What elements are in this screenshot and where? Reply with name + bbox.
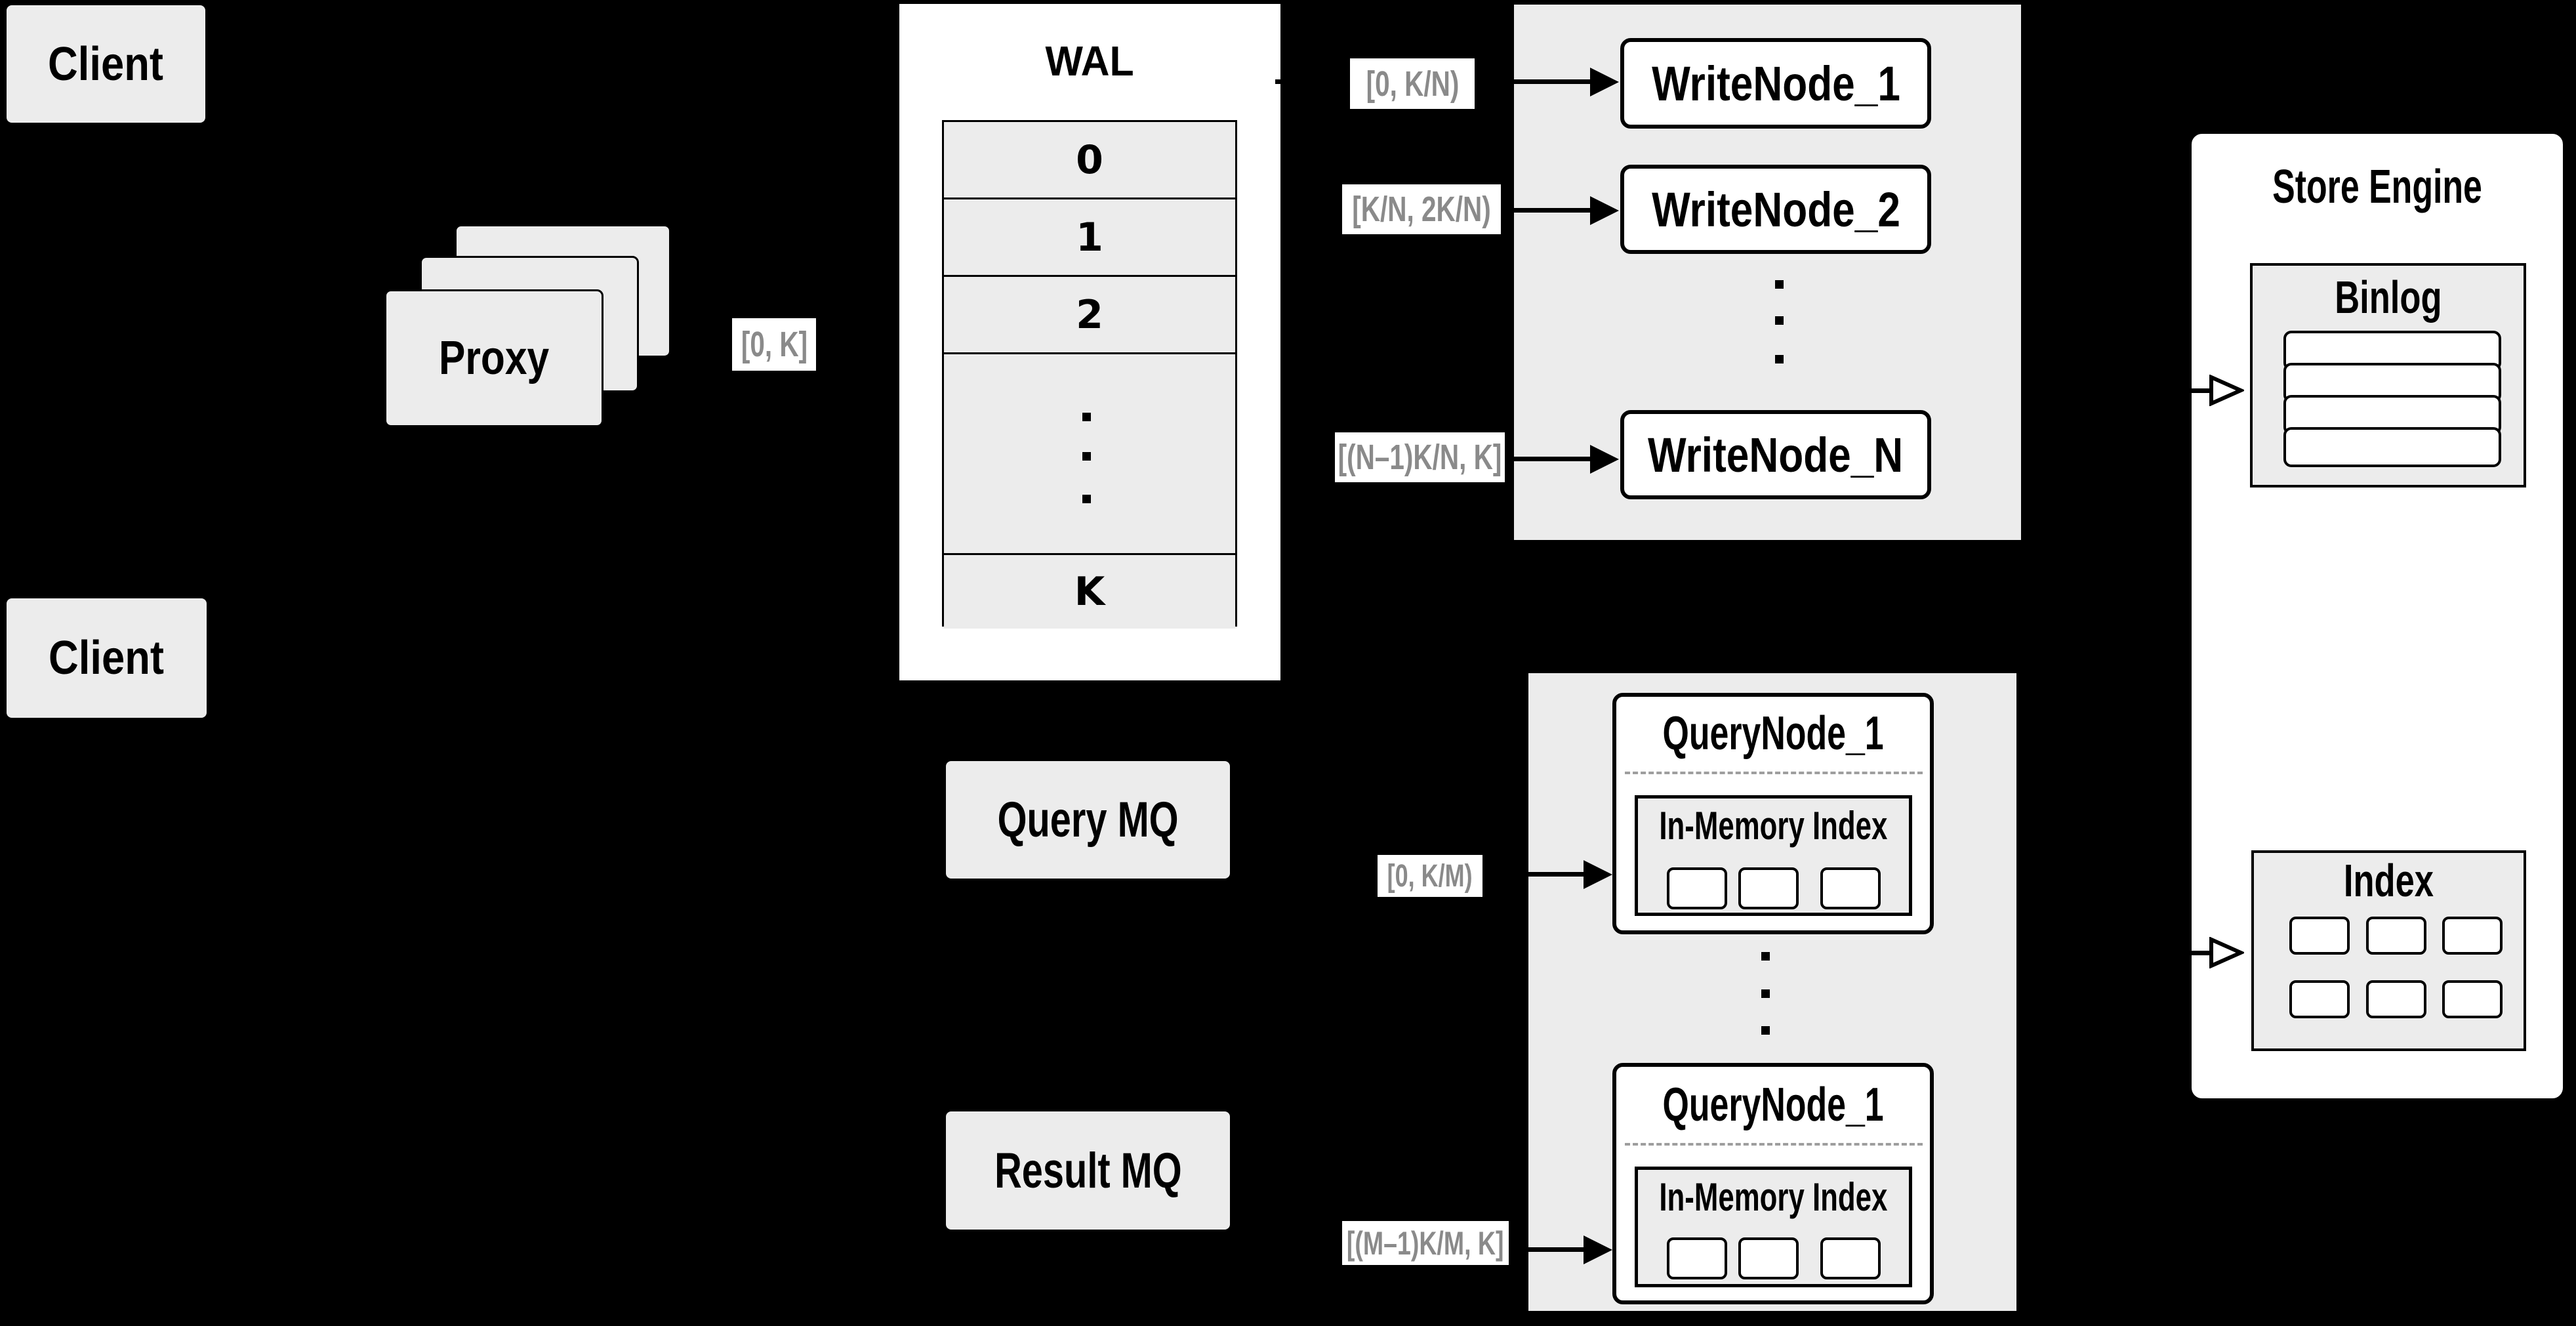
write-range-label-1: [0, K/N) xyxy=(1350,58,1475,109)
write-node-2-box: WriteNode_2 xyxy=(1620,165,1931,254)
index-segment-cell xyxy=(2442,980,2503,1018)
index-segment-cell xyxy=(2366,980,2426,1018)
wal-segment-0: 0 xyxy=(944,122,1235,197)
memory-segment-cell xyxy=(1738,1237,1799,1279)
query-node-m-title: QueryNode_1 xyxy=(1662,1079,1884,1131)
client-top-box: Client xyxy=(7,5,205,123)
arrow-to-querynode-1 xyxy=(1410,872,1585,877)
proxy-range-label: [0, K] xyxy=(732,318,816,371)
query-mq-box: Query MQ xyxy=(946,761,1230,879)
write-ellipsis-dot xyxy=(1775,355,1784,363)
client-top-label: Client xyxy=(48,37,164,91)
in-memory-index-1-title: In-Memory Index xyxy=(1659,803,1888,848)
query-node-1-divider xyxy=(1625,772,1923,774)
query-ellipsis-dot xyxy=(1761,989,1770,998)
wal-ellipsis-dot xyxy=(1082,413,1091,421)
result-mq-box: Result MQ xyxy=(946,1111,1230,1230)
write-range-label-3: [(N–1)K/N, K] xyxy=(1335,432,1505,482)
wal-ellipsis-dot xyxy=(1082,452,1091,461)
wal-title: WAL xyxy=(1045,37,1135,85)
query-range-label-2: [(M–1)K/M, K] xyxy=(1342,1221,1509,1265)
write-node-1-box: WriteNode_1 xyxy=(1620,38,1931,129)
client-bottom-box: Client xyxy=(7,598,207,718)
wal-segment-1: 1 xyxy=(944,197,1235,275)
memory-segment-cell xyxy=(1820,867,1881,909)
write-ellipsis-dot xyxy=(1775,280,1784,289)
query-node-m-divider xyxy=(1625,1143,1923,1146)
arrow-to-index xyxy=(2162,951,2211,955)
proxy-box-front: Proxy xyxy=(384,289,603,427)
arrow-to-binlog xyxy=(2162,388,2211,393)
arrowhead-writenode-2 xyxy=(1590,196,1619,225)
write-ellipsis-dot xyxy=(1775,316,1784,325)
openhead-index-arrow xyxy=(2209,937,2244,968)
store-engine-title: Store Engine xyxy=(2272,161,2482,213)
openhead-binlog-arrow xyxy=(2209,375,2244,406)
proxy-label: Proxy xyxy=(438,332,550,384)
index-segment-cell xyxy=(2442,917,2503,955)
arrowhead-querynode-1 xyxy=(1584,860,1612,889)
index-segment-cell xyxy=(2366,917,2426,955)
memory-segment-cell xyxy=(1667,1237,1727,1279)
query-ellipsis-dot xyxy=(1761,952,1770,961)
write-range-label-2: [K/N, 2K/N) xyxy=(1342,184,1501,234)
arrowhead-writenode-n xyxy=(1590,445,1619,474)
in-memory-index-2-title: In-Memory Index xyxy=(1659,1174,1888,1219)
binlog-title: Binlog xyxy=(2334,272,2442,323)
index-segment-cell xyxy=(2289,917,2350,955)
memory-segment-cell xyxy=(1667,867,1727,909)
client-bottom-label: Client xyxy=(49,632,165,684)
wal-segment-k: K xyxy=(944,553,1235,629)
write-node-n-box: WriteNode_N xyxy=(1620,410,1931,499)
memory-segment-cell xyxy=(1820,1237,1881,1279)
query-range-label-1: [0, K/M) xyxy=(1378,855,1482,897)
binlog-row xyxy=(2283,427,2501,467)
index-title: Index xyxy=(2343,855,2434,906)
wal-segment-2: 2 xyxy=(944,275,1235,352)
query-node-1-title: QueryNode_1 xyxy=(1662,707,1884,760)
query-ellipsis-dot xyxy=(1761,1026,1770,1035)
arrowhead-writenode-1 xyxy=(1590,68,1619,96)
wal-ellipsis-dot xyxy=(1082,495,1091,503)
wal-segment-table: 0 1 2 K xyxy=(942,120,1237,629)
index-segment-cell xyxy=(2289,980,2350,1018)
arrowhead-querynode-m xyxy=(1584,1235,1612,1264)
memory-segment-cell xyxy=(1738,867,1799,909)
